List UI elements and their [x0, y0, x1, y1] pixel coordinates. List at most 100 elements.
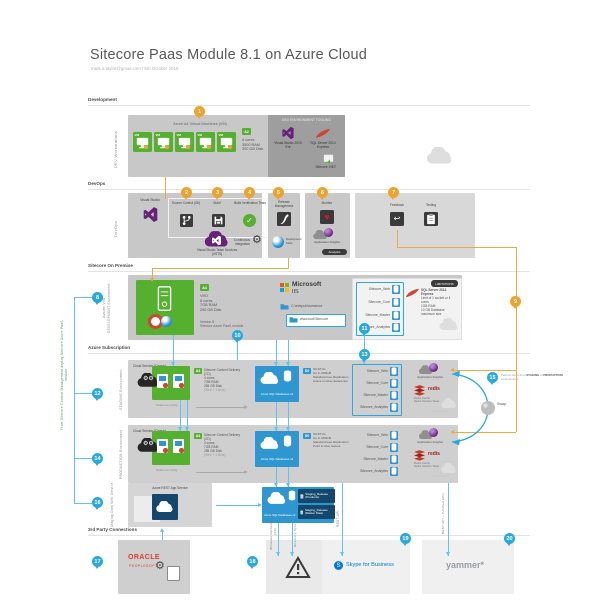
- left-rail: [74, 297, 75, 503]
- connector-devops-onprem: [288, 258, 289, 268]
- database-icon: [392, 322, 400, 332]
- page-subtitle: mark.a.taylor@gmail.com | 5th October 20…: [91, 66, 179, 71]
- vm-label: VM: [197, 133, 203, 137]
- db-item: Sitecore_Analytics: [354, 402, 398, 412]
- step-marker-14: 14: [92, 453, 103, 466]
- visual-studio-icon: [142, 206, 159, 223]
- staging-release-db: Staging_Release (Products): [298, 489, 335, 503]
- scale-line: [196, 407, 244, 408]
- dev-vm-tile: VM: [133, 132, 152, 152]
- onprem-vm-spec: VHD 8 cores 7GB RAM 290 GB Disk: [200, 294, 222, 313]
- staging-db-tier-badge: S0: [303, 368, 311, 374]
- webrole-icon: [157, 439, 168, 453]
- arrow-left: [448, 430, 454, 434]
- vm-label: VM: [155, 133, 161, 137]
- server-icon: [157, 285, 172, 312]
- vsts-vs-glyph: [211, 235, 222, 246]
- connector-feedback: [516, 247, 517, 432]
- db-item: Sitecore_Analytics: [358, 322, 400, 332]
- devops-side-label: DevOps: [113, 220, 118, 238]
- arrow-down: [276, 552, 280, 558]
- azure-cloud-icon: [438, 318, 460, 331]
- git-branch-icon: [180, 214, 193, 227]
- onprem-version: Version 8 Sitecore Azure PaaS module: [200, 320, 244, 329]
- continuous-integration-label: Continuous Integration: [233, 238, 250, 246]
- onprem-db-list: [356, 282, 404, 336]
- db-item: Sitecore_Web: [358, 284, 400, 294]
- connector-onprem-staging: [237, 340, 238, 360]
- staging-db-list: [352, 364, 402, 416]
- connector-code-deploy: [173, 335, 174, 366]
- production-side-label: PRODUCTION Environment: [119, 429, 123, 479]
- step-marker-6: 6: [317, 187, 328, 200]
- onprem-side-label-1: Azure VM: [101, 298, 106, 318]
- skype-icon: S: [334, 561, 343, 570]
- band-label-onprem: Sitecore On Premise: [88, 263, 133, 268]
- tool-net-label: Sitecore .NET: [315, 165, 336, 169]
- vm-monitor-icon: [136, 137, 149, 150]
- database-icon: [390, 402, 398, 412]
- redis-icon: [413, 450, 426, 461]
- application-insights-icon: [429, 363, 438, 372]
- step-marker-8: 8: [92, 292, 103, 305]
- step-marker-10: 10: [232, 330, 243, 343]
- analytics-badge: Analytics: [322, 249, 347, 255]
- vm-monitor-icon: [157, 137, 170, 150]
- step-marker-17: 17: [92, 556, 103, 569]
- band-label-development: Development: [88, 97, 117, 102]
- staging-sql-box: [255, 366, 299, 402]
- arrow-right: [258, 503, 264, 507]
- connector-db-sync: [288, 340, 289, 366]
- webroot-path: C:\inetpub\wwwroot: [291, 304, 323, 308]
- band-label-devops: DevOps: [88, 181, 106, 186]
- step-marker-2: 2: [181, 187, 192, 200]
- folder-icon: [280, 303, 289, 310]
- connector-devops-onprem: [152, 268, 289, 269]
- database-icon: [390, 466, 398, 476]
- band-rule: [88, 535, 530, 536]
- sql-server-icon: [405, 288, 420, 298]
- dev-vm-tile: VM: [217, 132, 236, 152]
- step-marker-11: 11: [359, 323, 370, 336]
- production-cd-spec: Sitecore Content Delivery (CD) 4 cores 7…: [204, 433, 241, 457]
- db-item: Sitecore_Web: [354, 430, 398, 440]
- application-insights-label: Application Insights: [417, 375, 443, 379]
- staging-sql-label: Azure SQL Databases x4: [260, 392, 294, 396]
- left-rail-note: From Sitecore Content Management deploy …: [60, 320, 69, 430]
- stagingdata-sql-label: Azure SQL Databases x2: [264, 513, 296, 517]
- azure-cloud-caption: Microsoft Azure: [432, 475, 450, 478]
- release-icon: [277, 212, 291, 226]
- stagingdata-side-label: Staging Data Web Service: [110, 482, 114, 528]
- azure-cloud-caption: Microsoft Azure: [432, 410, 450, 413]
- onprem-vm-size-badge: A4: [200, 284, 209, 291]
- step-marker-5: 5: [273, 187, 284, 200]
- db-item: Sitecore_Master: [354, 454, 398, 464]
- database-icon: [288, 490, 296, 501]
- vm-monitor-icon: [178, 137, 191, 150]
- release-management-label: Release Management: [274, 200, 294, 208]
- monitor-label: Monitor: [321, 201, 333, 205]
- testing-label: Testing: [425, 203, 437, 207]
- oracle-logo: ORACLE: [128, 554, 160, 561]
- step-marker-3: 3: [212, 187, 223, 200]
- database-icon: [392, 310, 400, 320]
- production-db-spec: S0 DTUs Up to 250GB Standard Geo Replica…: [313, 432, 349, 448]
- microsoft-logo-icon: [280, 283, 289, 292]
- vm-label: VM: [134, 133, 140, 137]
- dev-vm-group-label: Azure A4 Virtual Machines (VM): [173, 122, 227, 126]
- onprem-side-label: Azure VM: [101, 280, 106, 336]
- db-item: Sitecore_Core: [354, 378, 398, 388]
- gears-glyph: ⚙⚙: [143, 441, 154, 447]
- connector-db-sync: [276, 340, 277, 366]
- arrow-down: [171, 362, 175, 368]
- arrow-down: [362, 360, 366, 366]
- arrow-down: [274, 483, 278, 489]
- band-rule: [88, 353, 530, 354]
- gear-icon: ⚙: [155, 560, 165, 572]
- database-icon: [390, 366, 398, 376]
- vsts-label: Visual Studio Team Services(VSTS): [196, 248, 238, 256]
- arrow-down: [150, 278, 154, 284]
- arrow-right: [244, 470, 250, 474]
- arrow-down: [274, 362, 278, 368]
